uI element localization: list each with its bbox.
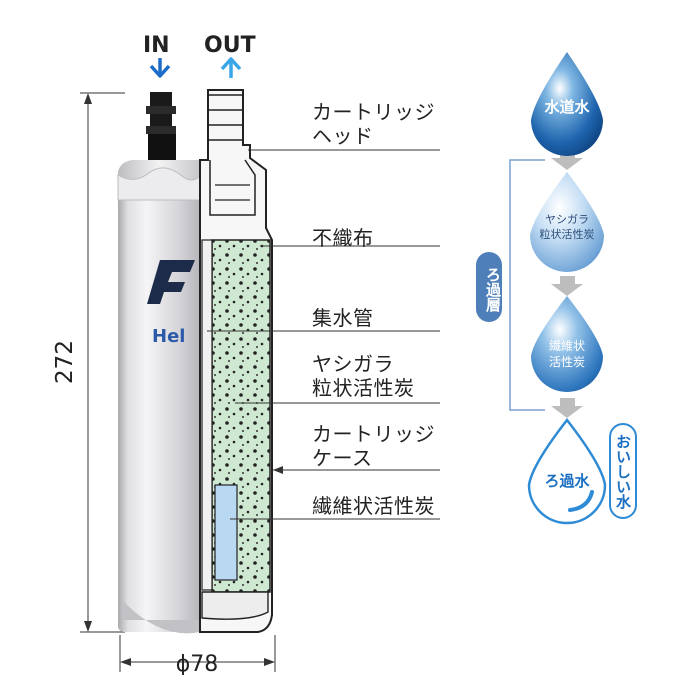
- granular-carbon-drop: [530, 172, 604, 272]
- diameter-dimension: [119, 635, 276, 672]
- filter-layer-badge: ろ過層: [476, 252, 502, 322]
- stage2-label-line2: 活性炭: [548, 355, 585, 369]
- in-arrow-icon: [149, 58, 171, 78]
- tasty-water-badge: おいしい水: [609, 423, 637, 519]
- stage2-label: 繊維状 活性炭: [531, 338, 603, 370]
- tap-water-drop: [531, 52, 603, 156]
- label-cartridge-case: カートリッジ ケース: [312, 422, 435, 470]
- leader-lines: [207, 149, 440, 520]
- label-cartridge-head-line2: ヘッド: [312, 124, 374, 148]
- cartridge-exterior: [117, 160, 201, 634]
- stage1-label: ヤシガラ 粒状活性炭: [526, 212, 608, 242]
- label-cartridge-head-line1: カートリッジ: [312, 100, 435, 124]
- label-cartridge-case-line2: ケース: [312, 446, 373, 470]
- height-dimension: [80, 92, 125, 633]
- filtered-water-label: ろ過水: [544, 472, 590, 490]
- fiber-carbon-drop: [531, 296, 603, 392]
- label-cartridge-head: カートリッジ ヘッド: [312, 100, 435, 148]
- label-fiber-carbon: 繊維状活性炭: [312, 494, 435, 518]
- diameter-value: ϕ78: [176, 652, 219, 675]
- cartridge-cutaway: [199, 89, 273, 633]
- height-value: 272: [52, 340, 78, 384]
- flow-bracket: [509, 159, 545, 411]
- filtered-water-drop: [527, 417, 607, 525]
- label-granular-carbon-line1: ヤシガラ: [312, 352, 394, 376]
- brand-logo: [147, 260, 195, 304]
- tap-water-label: 水道水: [544, 98, 590, 116]
- stage1-label-line1: ヤシガラ: [545, 213, 589, 226]
- stage1-label-line2: 粒状活性炭: [539, 228, 595, 241]
- out-arrow-icon: [220, 57, 242, 78]
- case-pointer-icon: [273, 466, 283, 474]
- in-nozzle: [146, 92, 176, 160]
- label-cartridge-case-line1: カートリッジ: [312, 422, 435, 446]
- in-label: IN: [143, 33, 170, 58]
- out-label: OUT: [204, 33, 256, 58]
- brand-text: Hel: [152, 326, 185, 347]
- stage2-label-line1: 繊維状: [548, 339, 585, 353]
- label-granular-carbon: ヤシガラ 粒状活性炭: [312, 352, 415, 400]
- label-nonwoven: 不織布: [312, 226, 374, 250]
- label-granular-carbon-line2: 粒状活性炭: [312, 376, 415, 400]
- water-swoosh-icon: [568, 490, 594, 512]
- label-collector: 集水管: [312, 306, 374, 330]
